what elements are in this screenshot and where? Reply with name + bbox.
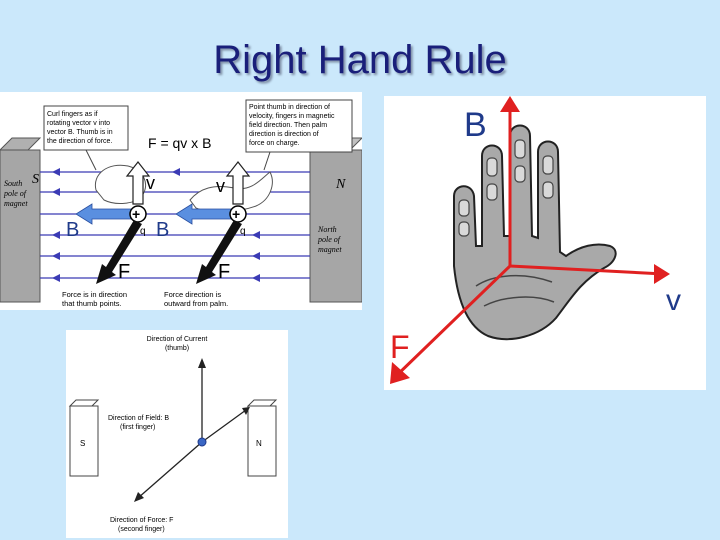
note-point-box (245, 99, 353, 153)
slide-title: Right Hand Rule (213, 38, 507, 82)
force-label-2: (second finger) (118, 526, 165, 533)
south-magnet (0, 149, 41, 303)
force-arrows (96, 220, 242, 284)
field-label-2: (first finger) (120, 424, 155, 431)
velocity-arrows (125, 161, 251, 205)
label-f-right: F (218, 261, 230, 283)
caption-palm-1: Force direction is (164, 290, 221, 299)
caption-thumb-1: Force is in direction (62, 290, 127, 299)
note-point-line-4: direction is direction of (249, 131, 319, 138)
current-label-2: (thumb) (165, 345, 189, 352)
south-label: S (80, 439, 85, 448)
note-curl-line-3: vector B. Thumb is in (47, 129, 113, 136)
magnet-hand-diagram: S South pole of magnet N North pole of m… (0, 92, 362, 310)
label-q-left: q (140, 226, 146, 237)
north-label: N (256, 439, 262, 448)
right-hand-rule-diagram: B v F (384, 96, 706, 390)
rhr-label-v: v (666, 284, 681, 317)
note-curl-line-4: the direction of force. (47, 138, 112, 145)
rhr-arrowheads (390, 96, 670, 384)
rhr-label-f: F (390, 329, 410, 365)
north-block-top (246, 399, 278, 407)
note-point-line-2: velocity, fingers in magnetic (249, 113, 335, 120)
direction-arrowheads (134, 358, 250, 502)
directions-svg: Direction of Current (thumb) S N Directi… (68, 336, 278, 533)
field-b-arrows (75, 203, 233, 225)
south-block-top (68, 399, 100, 407)
direction-arrows (137, 366, 247, 499)
south-pole-letter: S (32, 172, 39, 187)
label-v-left: v (146, 173, 155, 193)
current-label-1: Direction of Current (147, 336, 208, 343)
south-block (69, 405, 99, 477)
rhr-axes (392, 102, 665, 380)
label-b-left: B (66, 219, 79, 241)
note-curl-pointer (85, 149, 97, 171)
origin-dot (197, 437, 207, 447)
rhr-label-b: B (464, 106, 487, 144)
south-caption-1: South (4, 179, 22, 188)
note-point-line-1: Point thumb in direction of (249, 104, 330, 111)
charge-right-plus: + (232, 206, 240, 222)
label-v-right: v (216, 176, 225, 196)
note-point-pointer (263, 151, 271, 171)
label-q-right: q (240, 226, 246, 237)
force-equation: F = qv x B (148, 135, 211, 151)
right-hand-svg: B v F (390, 96, 681, 384)
north-caption-2: pole of (317, 235, 342, 244)
note-curl-line-1: Curl fingers as if (47, 111, 98, 118)
note-curl-line-2: rotating vector v into (47, 120, 110, 127)
north-block (247, 405, 277, 477)
note-point-line-3: field direction. Then palm (249, 122, 327, 129)
south-caption-3: magnet (4, 199, 28, 208)
caption-thumb-2: that thumb points. (62, 299, 122, 308)
magnet-hand-svg: S South pole of magnet N North pole of m… (0, 99, 362, 308)
charge-left-plus: + (132, 206, 140, 222)
north-caption-3: magnet (318, 245, 342, 254)
south-caption-2: pole of (3, 189, 28, 198)
field-label-1: Direction of Field: B (108, 415, 169, 422)
north-caption-1: North (317, 225, 337, 234)
south-magnet-top (0, 137, 42, 151)
finger-creases (458, 139, 554, 237)
current-field-force-diagram: Direction of Current (thumb) S N Directi… (66, 330, 288, 538)
palm-line (475, 274, 553, 287)
note-point-line-5: force on charge. (249, 140, 300, 147)
palm-line-2 (483, 296, 555, 307)
north-pole-letter: N (335, 177, 346, 192)
force-label-1: Direction of Force: F (110, 517, 173, 524)
caption-palm-2: outward from palm. (164, 299, 228, 308)
north-magnet (309, 149, 362, 303)
label-b-right: B (156, 219, 169, 241)
label-f-left: F (118, 261, 130, 283)
hand-palm (453, 124, 617, 341)
